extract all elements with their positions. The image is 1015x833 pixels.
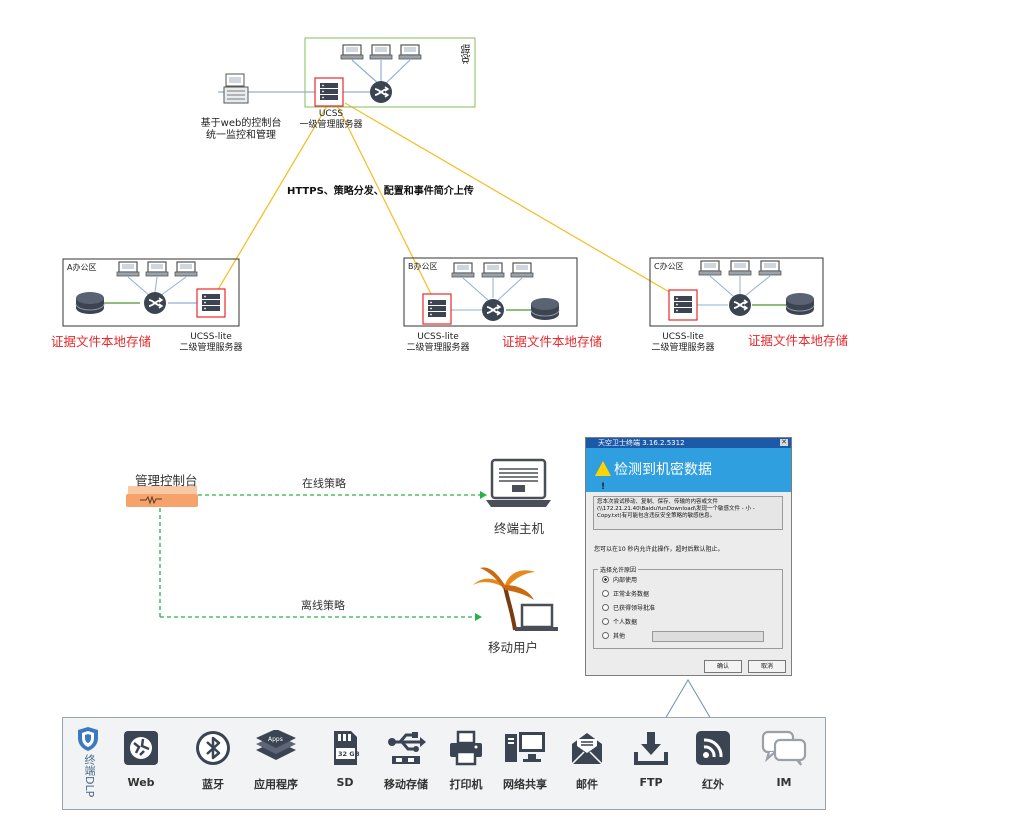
reason-option-label: 正常业务数据 xyxy=(613,591,650,598)
reason-group-title: 选择允许原因 xyxy=(598,565,639,574)
warning-icon: ! xyxy=(595,461,611,492)
hq-site xyxy=(218,37,476,108)
branch-a-storage-label: 证据文件本地存储 xyxy=(51,334,152,349)
brand-label: 终端DLP xyxy=(83,754,96,798)
channel-bar: 终端DLP Web 蓝牙 Apps 应用程序 32 GB SD 移动存储 打印机… xyxy=(62,717,826,810)
reason-option-personal[interactable]: 个人数据 xyxy=(602,617,637,626)
channel-label: Web xyxy=(127,776,155,789)
chat-bubbles-icon xyxy=(761,730,807,766)
channel-web[interactable]: Web xyxy=(111,730,171,789)
reason-option-internal[interactable]: 内部使用 xyxy=(602,575,637,584)
dlp-shield-icon xyxy=(75,726,101,756)
reason-option-label: 已获得领导批准 xyxy=(613,605,656,612)
offline-policy-label: 离线策略 xyxy=(301,599,345,612)
dialog-banner: ! 检测到机密数据 xyxy=(586,448,791,492)
radio-icon xyxy=(602,618,609,625)
printer-icon xyxy=(450,730,482,766)
branch-b-name: B办公区 xyxy=(408,262,438,271)
channel-sd[interactable]: 32 GB SD xyxy=(315,730,375,789)
branch-b-site xyxy=(403,257,578,327)
reason-option-business[interactable]: 正常业务数据 xyxy=(602,589,649,598)
branch-c-name: C办公区 xyxy=(654,262,684,271)
channel-label: SD xyxy=(336,776,354,789)
radio-icon xyxy=(602,632,609,639)
close-button[interactable]: ✕ xyxy=(780,438,788,446)
channel-apps[interactable]: Apps 应用程序 xyxy=(246,730,306,792)
channel-label: 打印机 xyxy=(449,778,483,791)
branch-a-site xyxy=(62,258,240,327)
mobile-user-icon xyxy=(473,567,558,631)
channel-ftp[interactable]: FTP xyxy=(621,730,681,789)
network-share-icon xyxy=(505,732,545,762)
channel-infrared[interactable]: 红外 xyxy=(683,730,743,792)
web-globe-icon xyxy=(124,731,158,765)
mobile-user-label: 移动用户 xyxy=(488,640,539,655)
branch-a-server-label: UCSS-lite 二级管理服务器 xyxy=(179,332,243,353)
channel-label: FTP xyxy=(639,776,663,789)
channel-printer[interactable]: 打印机 xyxy=(436,730,496,792)
sd-card-icon: 32 GB xyxy=(334,731,360,765)
sd-capacity: 32 GB xyxy=(338,750,360,758)
bluetooth-icon xyxy=(196,731,230,765)
branch-b-storage-label: 证据文件本地存储 xyxy=(502,334,603,349)
branch-a-name: A办公区 xyxy=(67,263,97,272)
channel-im[interactable]: IM xyxy=(754,730,814,789)
management-console-device xyxy=(126,486,198,507)
online-policy-label: 在线策略 xyxy=(302,477,346,490)
hq-label: 总部 xyxy=(462,44,473,64)
ok-button[interactable]: 确认 xyxy=(704,660,742,673)
radio-icon xyxy=(602,590,609,597)
radio-icon xyxy=(602,576,609,583)
branch-b-server-label: UCSS-lite 二级管理服务器 xyxy=(406,332,470,353)
mail-icon xyxy=(571,733,603,765)
usb-icon xyxy=(388,732,426,764)
branch-c-storage-label: 证据文件本地存储 xyxy=(748,333,849,348)
channel-label: IM xyxy=(776,776,792,789)
channel-network-share[interactable]: 网络共享 xyxy=(495,730,555,792)
download-icon xyxy=(634,732,668,765)
branch-c-site xyxy=(649,257,824,327)
channel-label: 网络共享 xyxy=(503,778,547,791)
laptop-icon xyxy=(486,458,551,507)
reason-option-label: 其他 xyxy=(613,633,626,640)
reason-option-label: 个人数据 xyxy=(613,619,638,626)
cancel-button[interactable]: 取消 xyxy=(748,660,786,673)
reason-option-label: 内部使用 xyxy=(613,577,638,584)
reason-option-approved[interactable]: 已获得领导批准 xyxy=(602,603,655,612)
channel-bluetooth[interactable]: 蓝牙 xyxy=(183,730,243,792)
dialog-message: 您本次尝试移动、复制、保存、传输的内容或文件(\\172.21.21.40\Ba… xyxy=(593,496,783,530)
channel-removable-storage[interactable]: 移动存储 xyxy=(376,730,436,792)
policy-lines xyxy=(159,494,480,618)
svg-text:Apps: Apps xyxy=(268,736,283,743)
hq-server-label: UCSS 一级管理服务器 xyxy=(299,109,363,130)
infrared-icon xyxy=(696,731,730,765)
reason-group: 选择允许原因 内部使用 正常业务数据 已获得领导批准 个人数据 其他 xyxy=(593,565,783,649)
radio-icon xyxy=(602,604,609,611)
dialog-hint: 您可以在10 秒内允许此操作，超时后默认阻止。 xyxy=(594,546,724,553)
link-label: HTTPS、策略分发、配置和事件简介上传 xyxy=(287,186,474,197)
channel-label: 红外 xyxy=(702,778,724,791)
console-label: 基于web的控制台 统一监控和管理 xyxy=(200,118,282,141)
channel-label: 蓝牙 xyxy=(202,778,224,791)
channel-label: 应用程序 xyxy=(254,778,298,791)
wan-links xyxy=(209,100,684,304)
dialog-title: 天空卫士终端 3.16.2.5312 xyxy=(598,439,685,447)
channel-label: 邮件 xyxy=(576,778,598,791)
console-title: 管理控制台 xyxy=(135,473,198,488)
channel-mail[interactable]: 邮件 xyxy=(557,730,617,792)
apps-stack-icon: Apps xyxy=(256,730,296,760)
other-reason-input[interactable] xyxy=(652,631,764,642)
dlp-alert-dialog: 天空卫士终端 3.16.2.5312 ✕ ! 检测到机密数据 您本次尝试移动、复… xyxy=(585,437,792,676)
callout-pointer xyxy=(664,679,712,720)
dialog-titlebar: 天空卫士终端 3.16.2.5312 ✕ xyxy=(586,438,791,448)
reason-option-other[interactable]: 其他 xyxy=(602,631,625,640)
endpoint-label: 终端主机 xyxy=(494,521,545,536)
branch-c-server-label: UCSS-lite 二级管理服务器 xyxy=(651,332,715,353)
banner-text: 检测到机密数据 xyxy=(614,462,712,478)
channel-label: 移动存储 xyxy=(384,778,428,791)
